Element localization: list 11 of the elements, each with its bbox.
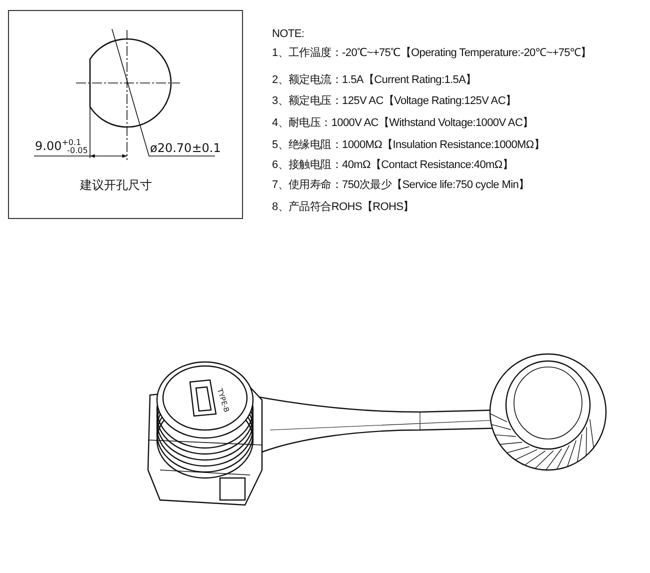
note-text: 2、额定电流：1.5A【Current Rating:1.5A】 (272, 74, 476, 86)
dimension-label: ø20.70±0.1 (150, 142, 221, 156)
note-text: 1、工作温度：-20℃~+75℃【Operating Temperature:-20℃~+75℃】 (272, 47, 592, 60)
note-text: 4、耐电压：1000V AC【Withstand Voltage:1000V AC】 (272, 117, 534, 130)
drawing-caption: 建议开孔尺寸 (80, 179, 152, 192)
note-text: 6、接触电阻：40mΩ【Contact Resistance:40mΩ】 (272, 159, 513, 172)
note-text: 3、额定电压：125V AC【Voltage Rating:125V AC】 (272, 95, 516, 108)
note-heading: NOTE: (272, 28, 304, 40)
note-text: 7、使用寿命：750次最少【Service life:750 cycle Min】 (272, 179, 530, 192)
note-text: 5、绝缘电阻：1000MΩ【Insulation Resistance:1000MΩ】 (272, 139, 545, 152)
note-text: 8、产品符合ROHS【ROHS】 (272, 201, 414, 214)
